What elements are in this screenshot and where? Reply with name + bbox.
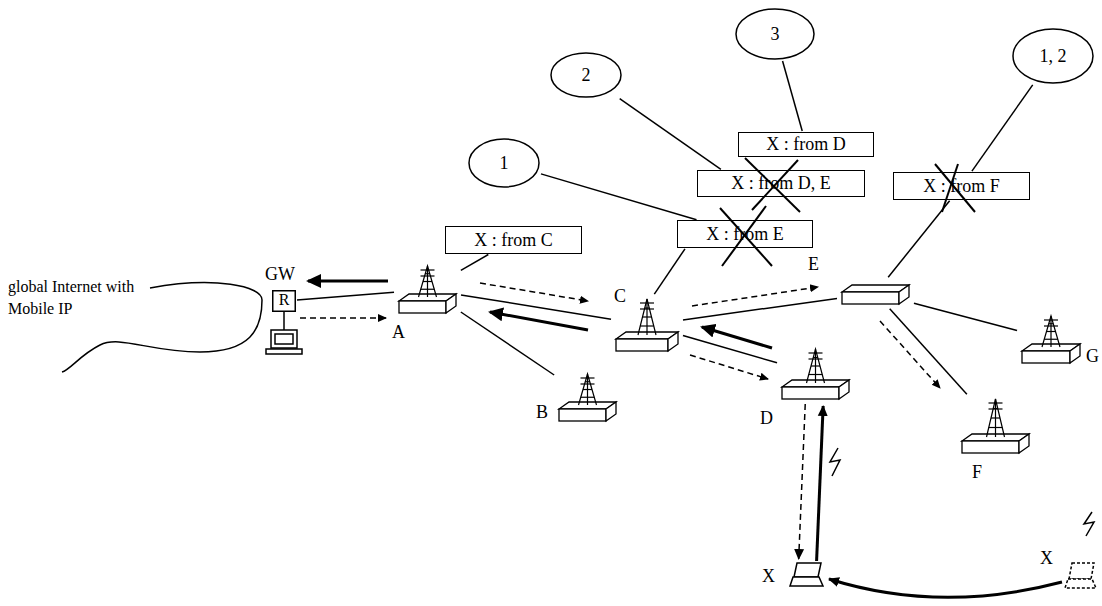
link-line — [890, 309, 967, 395]
shape — [555, 370, 620, 425]
router-letter: R — [272, 291, 296, 309]
mobile-host: X — [790, 562, 824, 588]
movement-arrow — [829, 579, 1062, 597]
cache-entry: X : from C — [474, 230, 553, 251]
base-station: A — [395, 262, 460, 317]
cache-entry-box: X : from D, E — [697, 170, 865, 197]
network-label: global Internet with Mobile IP — [8, 276, 148, 321]
link-line — [620, 99, 721, 170]
movement-arrow — [799, 404, 806, 559]
router-node: E — [838, 278, 913, 308]
link-line — [461, 254, 488, 270]
callout-bubble: 1, 2 — [1012, 28, 1094, 84]
callout-bubble: 3 — [735, 8, 815, 60]
shape — [395, 262, 460, 317]
link-line — [972, 85, 1033, 171]
cache-entry-box: X : from C — [445, 226, 582, 254]
movement-arrow — [817, 406, 824, 561]
node-label: GW — [265, 264, 295, 285]
mobile-host-moving: X — [1065, 562, 1097, 590]
internet-cloud — [62, 283, 262, 372]
callout-number: 3 — [771, 24, 780, 45]
cache-entry: X : from D, E — [731, 173, 830, 194]
callout-bubble: 1 — [468, 138, 540, 188]
shape — [1018, 312, 1084, 367]
base-station: G — [1018, 312, 1084, 367]
lightning-bolt — [830, 448, 1094, 536]
base-station: D — [778, 345, 853, 403]
gateway-router: GWR — [272, 290, 296, 312]
node-label: E — [808, 254, 819, 275]
cache-entry-box: X : from E — [677, 220, 813, 248]
link-line — [783, 61, 803, 131]
cache-entry-box: X : from D — [738, 132, 874, 157]
callout-number: 1, 2 — [1040, 46, 1067, 67]
callout-number: 1 — [500, 153, 509, 174]
node-label: X — [762, 566, 775, 587]
link-line — [461, 312, 554, 375]
node-label: A — [392, 322, 405, 343]
base-station: F — [958, 395, 1033, 457]
cancel-cross — [720, 158, 975, 266]
link-line — [683, 335, 777, 362]
cache-entry: X : from F — [923, 176, 1000, 197]
link-line — [888, 201, 949, 277]
link-line — [683, 298, 837, 320]
link-line — [461, 295, 611, 319]
shape — [778, 345, 853, 403]
node-label: G — [1086, 346, 1099, 367]
link-line — [914, 303, 1017, 330]
base-station: B — [555, 370, 620, 425]
callout-number: 2 — [582, 65, 591, 86]
node-label: X — [1040, 548, 1053, 569]
shape — [1065, 562, 1097, 590]
shape — [958, 395, 1033, 457]
cache-entry: X : from D — [766, 134, 846, 155]
callout-bubble: 2 — [550, 52, 622, 98]
cache-entry-box: X : from F — [893, 172, 1030, 200]
shape — [838, 278, 913, 308]
node-label: D — [760, 408, 773, 429]
packet-arrows — [300, 281, 940, 388]
node-label: F — [972, 462, 982, 483]
node-label: C — [614, 286, 626, 307]
host-computer — [266, 312, 302, 354]
cache-entry: X : from E — [706, 224, 783, 245]
link-line — [297, 292, 394, 300]
link-line — [654, 249, 685, 294]
shape — [790, 562, 824, 588]
node-label: B — [536, 402, 548, 423]
base-station: C — [612, 295, 682, 355]
link-line — [541, 174, 697, 220]
